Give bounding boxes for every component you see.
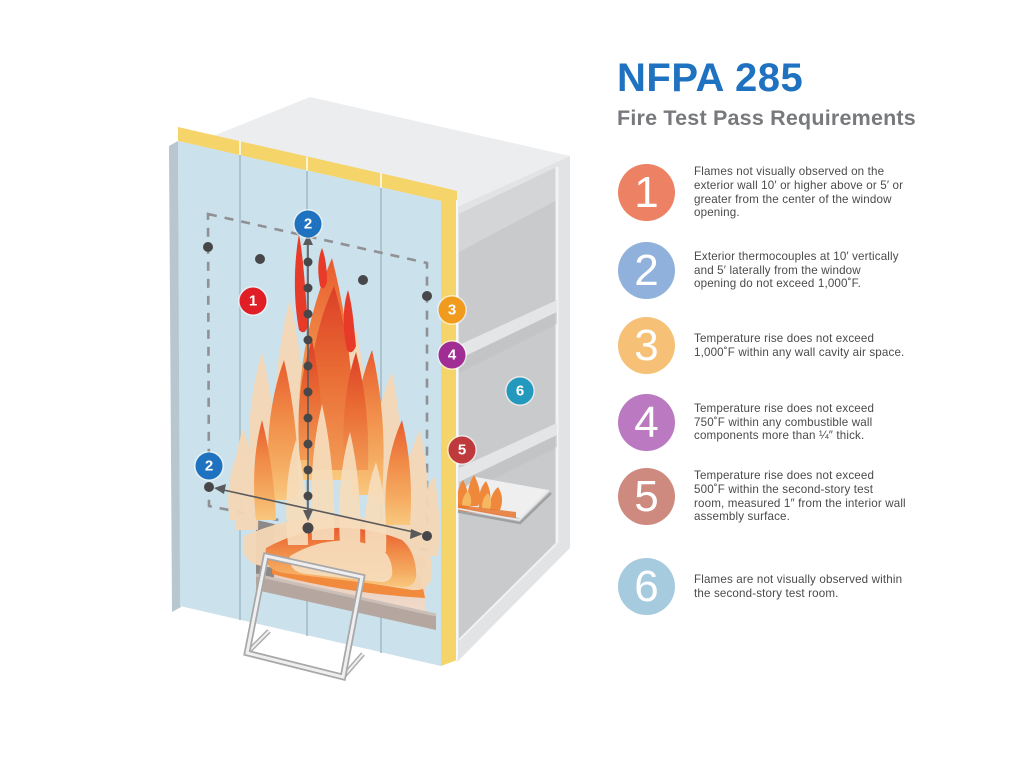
diagram-marker-1: 1 <box>239 287 267 315</box>
requirement-text: Flames are not visually observed within … <box>694 572 903 600</box>
diagram-marker-3: 3 <box>438 296 466 324</box>
requirement-text: Temperature rise does not exceed 750˚F w… <box>694 402 875 443</box>
page-title: NFPA 285 <box>617 56 804 100</box>
requirement-number: 1 <box>634 167 659 217</box>
tray-base <box>452 504 516 518</box>
requirement-text: Temperature rise does not exceed 500˚F w… <box>694 469 906 524</box>
requirement-number: 3 <box>634 320 659 370</box>
requirement-item: 4 Temperature rise does not exceed 750˚F… <box>618 394 936 451</box>
building-top-face <box>183 97 570 207</box>
requirement-number: 4 <box>634 397 659 447</box>
horizontal-measure-arrow <box>214 484 423 539</box>
requirement-text: Temperature rise does not exceed 1,000˚F… <box>694 331 905 359</box>
requirement-item: 3 Temperature rise does not exceed 1,000… <box>618 317 936 374</box>
wall-left-edge <box>169 141 181 612</box>
insulation-top-strip <box>178 127 441 201</box>
building-interior <box>459 167 557 640</box>
requirement-item: 1 Flames not visually observed on the ex… <box>618 164 936 221</box>
requirement-text: Exterior thermocouples at 10′ vertically… <box>694 250 899 291</box>
diagram-marker-2: 2 <box>294 210 322 238</box>
requirement-number-badge: 4 <box>618 394 675 451</box>
tray-flames <box>457 475 503 510</box>
requirement-number-badge: 3 <box>618 317 675 374</box>
tray-edge <box>448 492 552 525</box>
requirement-number-badge: 2 <box>618 242 675 299</box>
requirement-number-badge: 1 <box>618 164 675 221</box>
insulation-right-strip <box>441 187 457 666</box>
flame-red-accents <box>294 234 356 353</box>
requirement-item: 6 Flames are not visually observed withi… <box>618 558 936 615</box>
requirement-number: 2 <box>634 245 659 295</box>
floor-slab-upper <box>459 300 557 373</box>
requirement-number-badge: 6 <box>618 558 675 615</box>
requirement-number: 6 <box>634 561 659 611</box>
diagram-marker-2: 2 <box>195 452 223 480</box>
burner-stand <box>243 552 366 681</box>
diagram-marker-6: 6 <box>506 377 534 405</box>
requirement-text: Flames not visually observed on the exte… <box>694 165 904 220</box>
window-sill <box>256 575 436 630</box>
interior-floor-edge <box>458 542 558 641</box>
requirement-item: 5 Temperature rise does not exceed 500˚F… <box>618 468 936 525</box>
requirement-number-badge: 5 <box>618 468 675 525</box>
diagram-marker-5: 5 <box>448 436 476 464</box>
requirement-number: 5 <box>634 471 659 521</box>
requirement-item: 2 Exterior thermocouples at 10′ vertical… <box>618 242 936 299</box>
requirements-panel: NFPA 285 Fire Test Pass Requirements 1 F… <box>614 0 944 772</box>
interior-ceiling-light <box>459 167 557 252</box>
sill-top-edge <box>255 573 437 617</box>
second-story-fire-tray <box>448 475 552 525</box>
diagram-marker-4: 4 <box>438 341 466 369</box>
insulation-joint-notches <box>239 141 382 188</box>
page-subtitle: Fire Test Pass Requirements <box>617 106 916 130</box>
